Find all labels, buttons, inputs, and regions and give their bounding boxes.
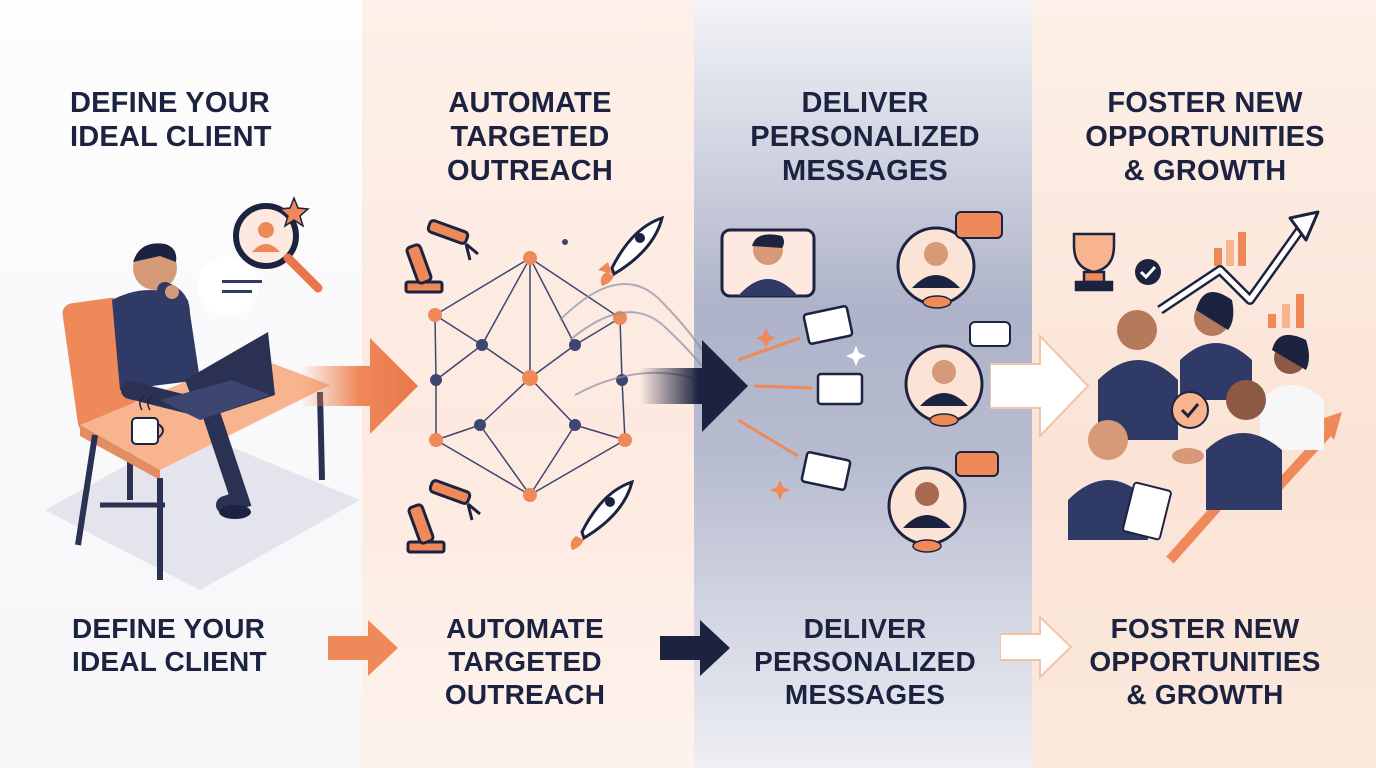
- step-4-title-top: FOSTER NEW OPPORTUNITIES & GROWTH: [1055, 86, 1355, 188]
- handshake-icon: [912, 295, 959, 553]
- step-2-title-line: AUTOMATE: [448, 87, 612, 119]
- step-4-title-line: & GROWTH: [1123, 155, 1287, 187]
- step-4-title-line: FOSTER NEW: [1107, 87, 1303, 119]
- step-3-caption-line: MESSAGES: [784, 679, 946, 710]
- star-icon: [278, 195, 310, 228]
- step-2-title-top: AUTOMATE TARGETED OUTREACH: [400, 86, 660, 188]
- rocket-icon: [598, 215, 665, 286]
- robot-arm-icon: [404, 219, 479, 294]
- growth-chart-icon: [1214, 232, 1304, 328]
- chat-bubble-icon: [955, 211, 1011, 477]
- step-4-caption-line: OPPORTUNITIES: [1089, 646, 1321, 677]
- step-4-title-line: OPPORTUNITIES: [1085, 121, 1325, 153]
- step-2-title-line: OUTREACH: [447, 155, 613, 187]
- step-1-caption-line: DEFINE YOUR: [72, 613, 266, 644]
- flow-arrow-2-top: [640, 340, 748, 432]
- flow-arrow-3-top: [990, 334, 1090, 438]
- flow-arrow-1-bottom: [328, 620, 398, 676]
- robot-arm-icon-lower: [406, 479, 481, 554]
- step-2-title-bottom: AUTOMATE TARGETED OUTREACH: [395, 612, 655, 711]
- check-icon: [1135, 259, 1161, 285]
- step-3-caption-line: DELIVER: [803, 613, 927, 644]
- step-4-caption-line: FOSTER NEW: [1110, 613, 1300, 644]
- rocket-icon-lower: [570, 479, 635, 550]
- step-1-title-top: DEFINE YOUR IDEAL CLIENT: [70, 86, 310, 154]
- step-2-caption-line: OUTREACH: [444, 679, 606, 710]
- step-1-title-line: DEFINE YOUR: [70, 87, 270, 119]
- step-3-title-line: MESSAGES: [782, 155, 948, 187]
- step-3-title-bottom: DELIVER PERSONALIZED MESSAGES: [720, 612, 1010, 711]
- step-2-title-line: TARGETED: [450, 121, 610, 153]
- step-1-title-bottom: DEFINE YOUR IDEAL CLIENT: [72, 612, 312, 678]
- magnifier-user-icon: [198, 203, 323, 316]
- step-3-title-line: PERSONALIZED: [750, 121, 980, 153]
- step-4-title-bottom: FOSTER NEW OPPORTUNITIES & GROWTH: [1055, 612, 1355, 711]
- message-flow-arrows: [737, 336, 813, 458]
- step-4-caption-line: & GROWTH: [1126, 679, 1284, 710]
- step-3-title-line: DELIVER: [801, 87, 929, 119]
- flow-arrow-1-top: [300, 338, 418, 434]
- envelope-icon: [800, 305, 864, 491]
- trophy-icon: [1072, 232, 1116, 292]
- sparkle-icons: [756, 328, 866, 500]
- flow-arrow-3-bottom: [1000, 614, 1073, 680]
- step-2-caption-line: AUTOMATE: [446, 613, 604, 644]
- sender-avatar: [720, 228, 816, 298]
- step-2-caption-line: TARGETED: [448, 646, 602, 677]
- business-team: [1068, 292, 1324, 541]
- step-3-caption-line: PERSONALIZED: [754, 646, 976, 677]
- person-at-laptop-illustration: [45, 243, 360, 590]
- flow-arrow-2-bottom: [660, 620, 730, 676]
- recipient-avatars: [887, 226, 984, 546]
- step-1-caption-line: IDEAL CLIENT: [72, 646, 267, 677]
- step-1-title-line: IDEAL CLIENT: [70, 121, 272, 153]
- step-3-title-top: DELIVER PERSONALIZED MESSAGES: [720, 86, 1010, 188]
- network-graph: [434, 257, 626, 496]
